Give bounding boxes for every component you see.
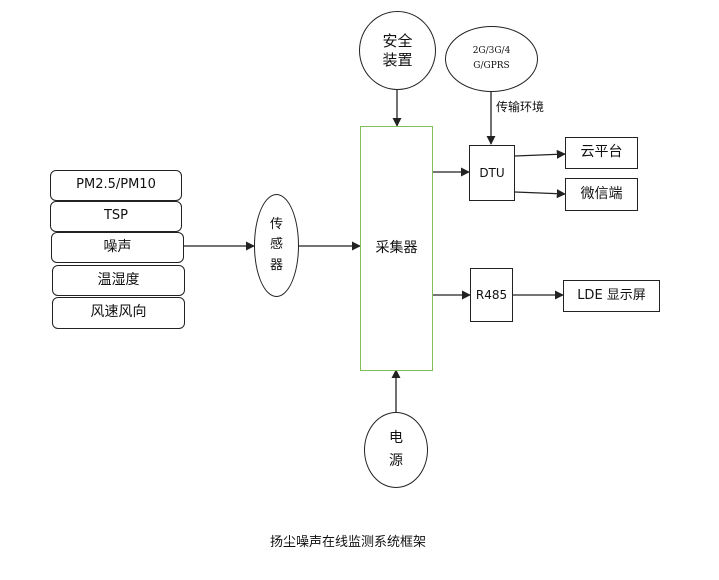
transmission-env-label: 传输环境 — [496, 100, 545, 114]
network-node: 2G/3G/4 G/GPRS — [445, 26, 538, 92]
sensor-node-char-2: 感 — [269, 237, 283, 253]
sensor-node-char-1: 传 — [269, 217, 283, 233]
power-char-1: 电 — [389, 429, 403, 446]
sensor-input-temp-humidity: 温湿度 — [52, 265, 185, 296]
sensor-input-wind: 风速风向 — [52, 297, 185, 329]
sensor-input-pm: PM2.5/PM10 — [50, 170, 182, 201]
r485-box: R485 — [470, 268, 513, 322]
arrow-dtu-to-wechat — [514, 189, 566, 199]
safety-device-line-1: 安全 — [382, 31, 413, 50]
network-line-1: 2G/3G/4 — [472, 45, 511, 56]
safety-device: 安全 装置 — [359, 11, 436, 90]
collector: 采集器 — [360, 126, 433, 371]
power-char-2: 源 — [389, 453, 403, 469]
cloud-platform-box: 云平台 — [565, 137, 638, 169]
wechat-box: 微信端 — [565, 178, 638, 211]
sensor-node-char-3: 器 — [269, 257, 283, 273]
sensor-input-tsp: TSP — [50, 201, 182, 232]
power-node: 电 源 — [364, 412, 428, 488]
diagram-caption: 扬尘噪声在线监测系统框架 — [270, 535, 427, 550]
sensor-node: 传 感 器 — [254, 194, 299, 297]
safety-device-line-2: 装置 — [382, 50, 413, 69]
dtu-box: DTU — [469, 145, 515, 201]
sensor-input-noise: 噪声 — [51, 232, 184, 263]
network-line-2: G/GPRS — [473, 61, 510, 71]
lde-display-box: LDE 显示屏 — [563, 280, 660, 312]
arrow-dtu-to-cloud — [514, 149, 566, 159]
